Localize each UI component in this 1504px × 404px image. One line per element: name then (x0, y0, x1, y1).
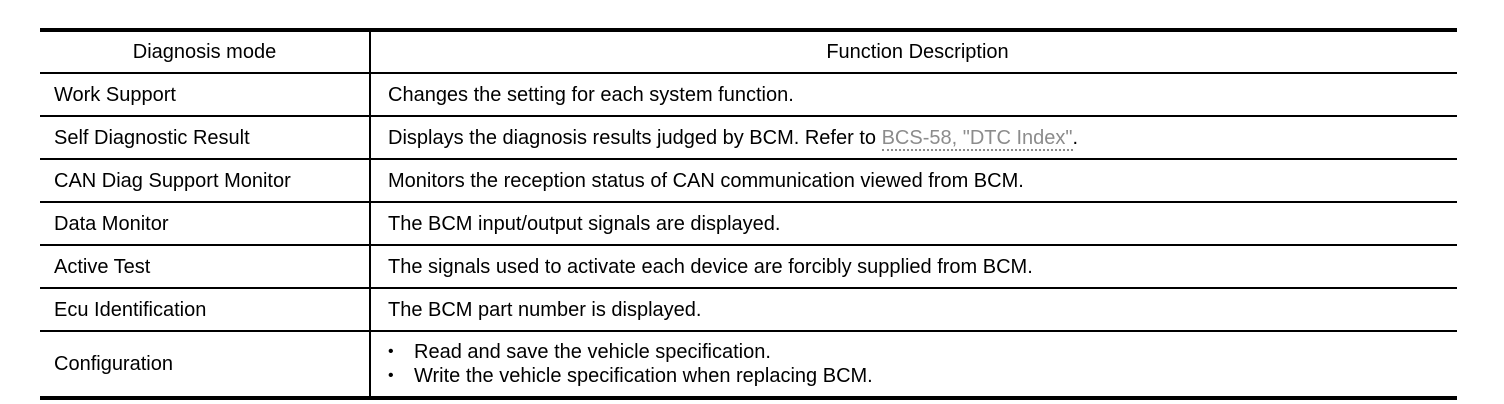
description-text: Displays the diagnosis results judged by… (388, 126, 882, 149)
bullet-icon: • (388, 343, 394, 360)
cell-function-description: The signals used to activate each device… (369, 244, 1457, 288)
diagnosis-function-table: Diagnosis mode Function Description Work… (40, 28, 1457, 400)
cell-diagnosis-mode: Data Monitor (40, 201, 370, 245)
cell-function-description: Changes the setting for each system func… (369, 72, 1457, 116)
cell-function-description: • Read and save the vehicle specificatio… (369, 330, 1457, 398)
cell-diagnosis-mode: Active Test (40, 244, 370, 288)
header-row: Diagnosis mode Function Description (40, 29, 1457, 73)
bullet-icon: • (388, 367, 394, 384)
cell-diagnosis-mode: Self Diagnostic Result (40, 115, 370, 159)
cell-diagnosis-mode: Configuration (40, 330, 370, 398)
description-text: . (1072, 126, 1079, 149)
cell-function-description: Displays the diagnosis results judged by… (369, 115, 1457, 159)
cell-diagnosis-mode: CAN Diag Support Monitor (40, 158, 370, 202)
bullet-item: • Read and save the vehicle specificatio… (388, 340, 1443, 364)
cell-function-description: Monitors the reception status of CAN com… (369, 158, 1457, 202)
cell-function-description: The BCM part number is displayed. (369, 287, 1457, 331)
bullet-text: Write the vehicle specification when rep… (414, 365, 873, 387)
cell-diagnosis-mode: Work Support (40, 72, 370, 116)
table-row: Configuration • Read and save the vehicl… (40, 330, 1457, 398)
table-row: CAN Diag Support Monitor Monitors the re… (40, 158, 1457, 202)
table-row: Work Support Changes the setting for eac… (40, 72, 1457, 116)
table-row: Ecu Identification The BCM part number i… (40, 287, 1457, 331)
table-row: Data Monitor The BCM input/output signal… (40, 201, 1457, 245)
header-diagnosis-mode: Diagnosis mode (40, 29, 370, 73)
cell-diagnosis-mode: Ecu Identification (40, 287, 370, 331)
bullet-item: • Write the vehicle specification when r… (388, 364, 1443, 388)
cell-function-description: The BCM input/output signals are display… (369, 201, 1457, 245)
bullet-text: Read and save the vehicle specification. (414, 341, 771, 363)
reference-link[interactable]: BCS-58, "DTC Index" (881, 126, 1073, 151)
header-function-description: Function Description (369, 29, 1457, 73)
table-row: Self Diagnostic Result Displays the diag… (40, 115, 1457, 159)
table-row: Active Test The signals used to activate… (40, 244, 1457, 288)
